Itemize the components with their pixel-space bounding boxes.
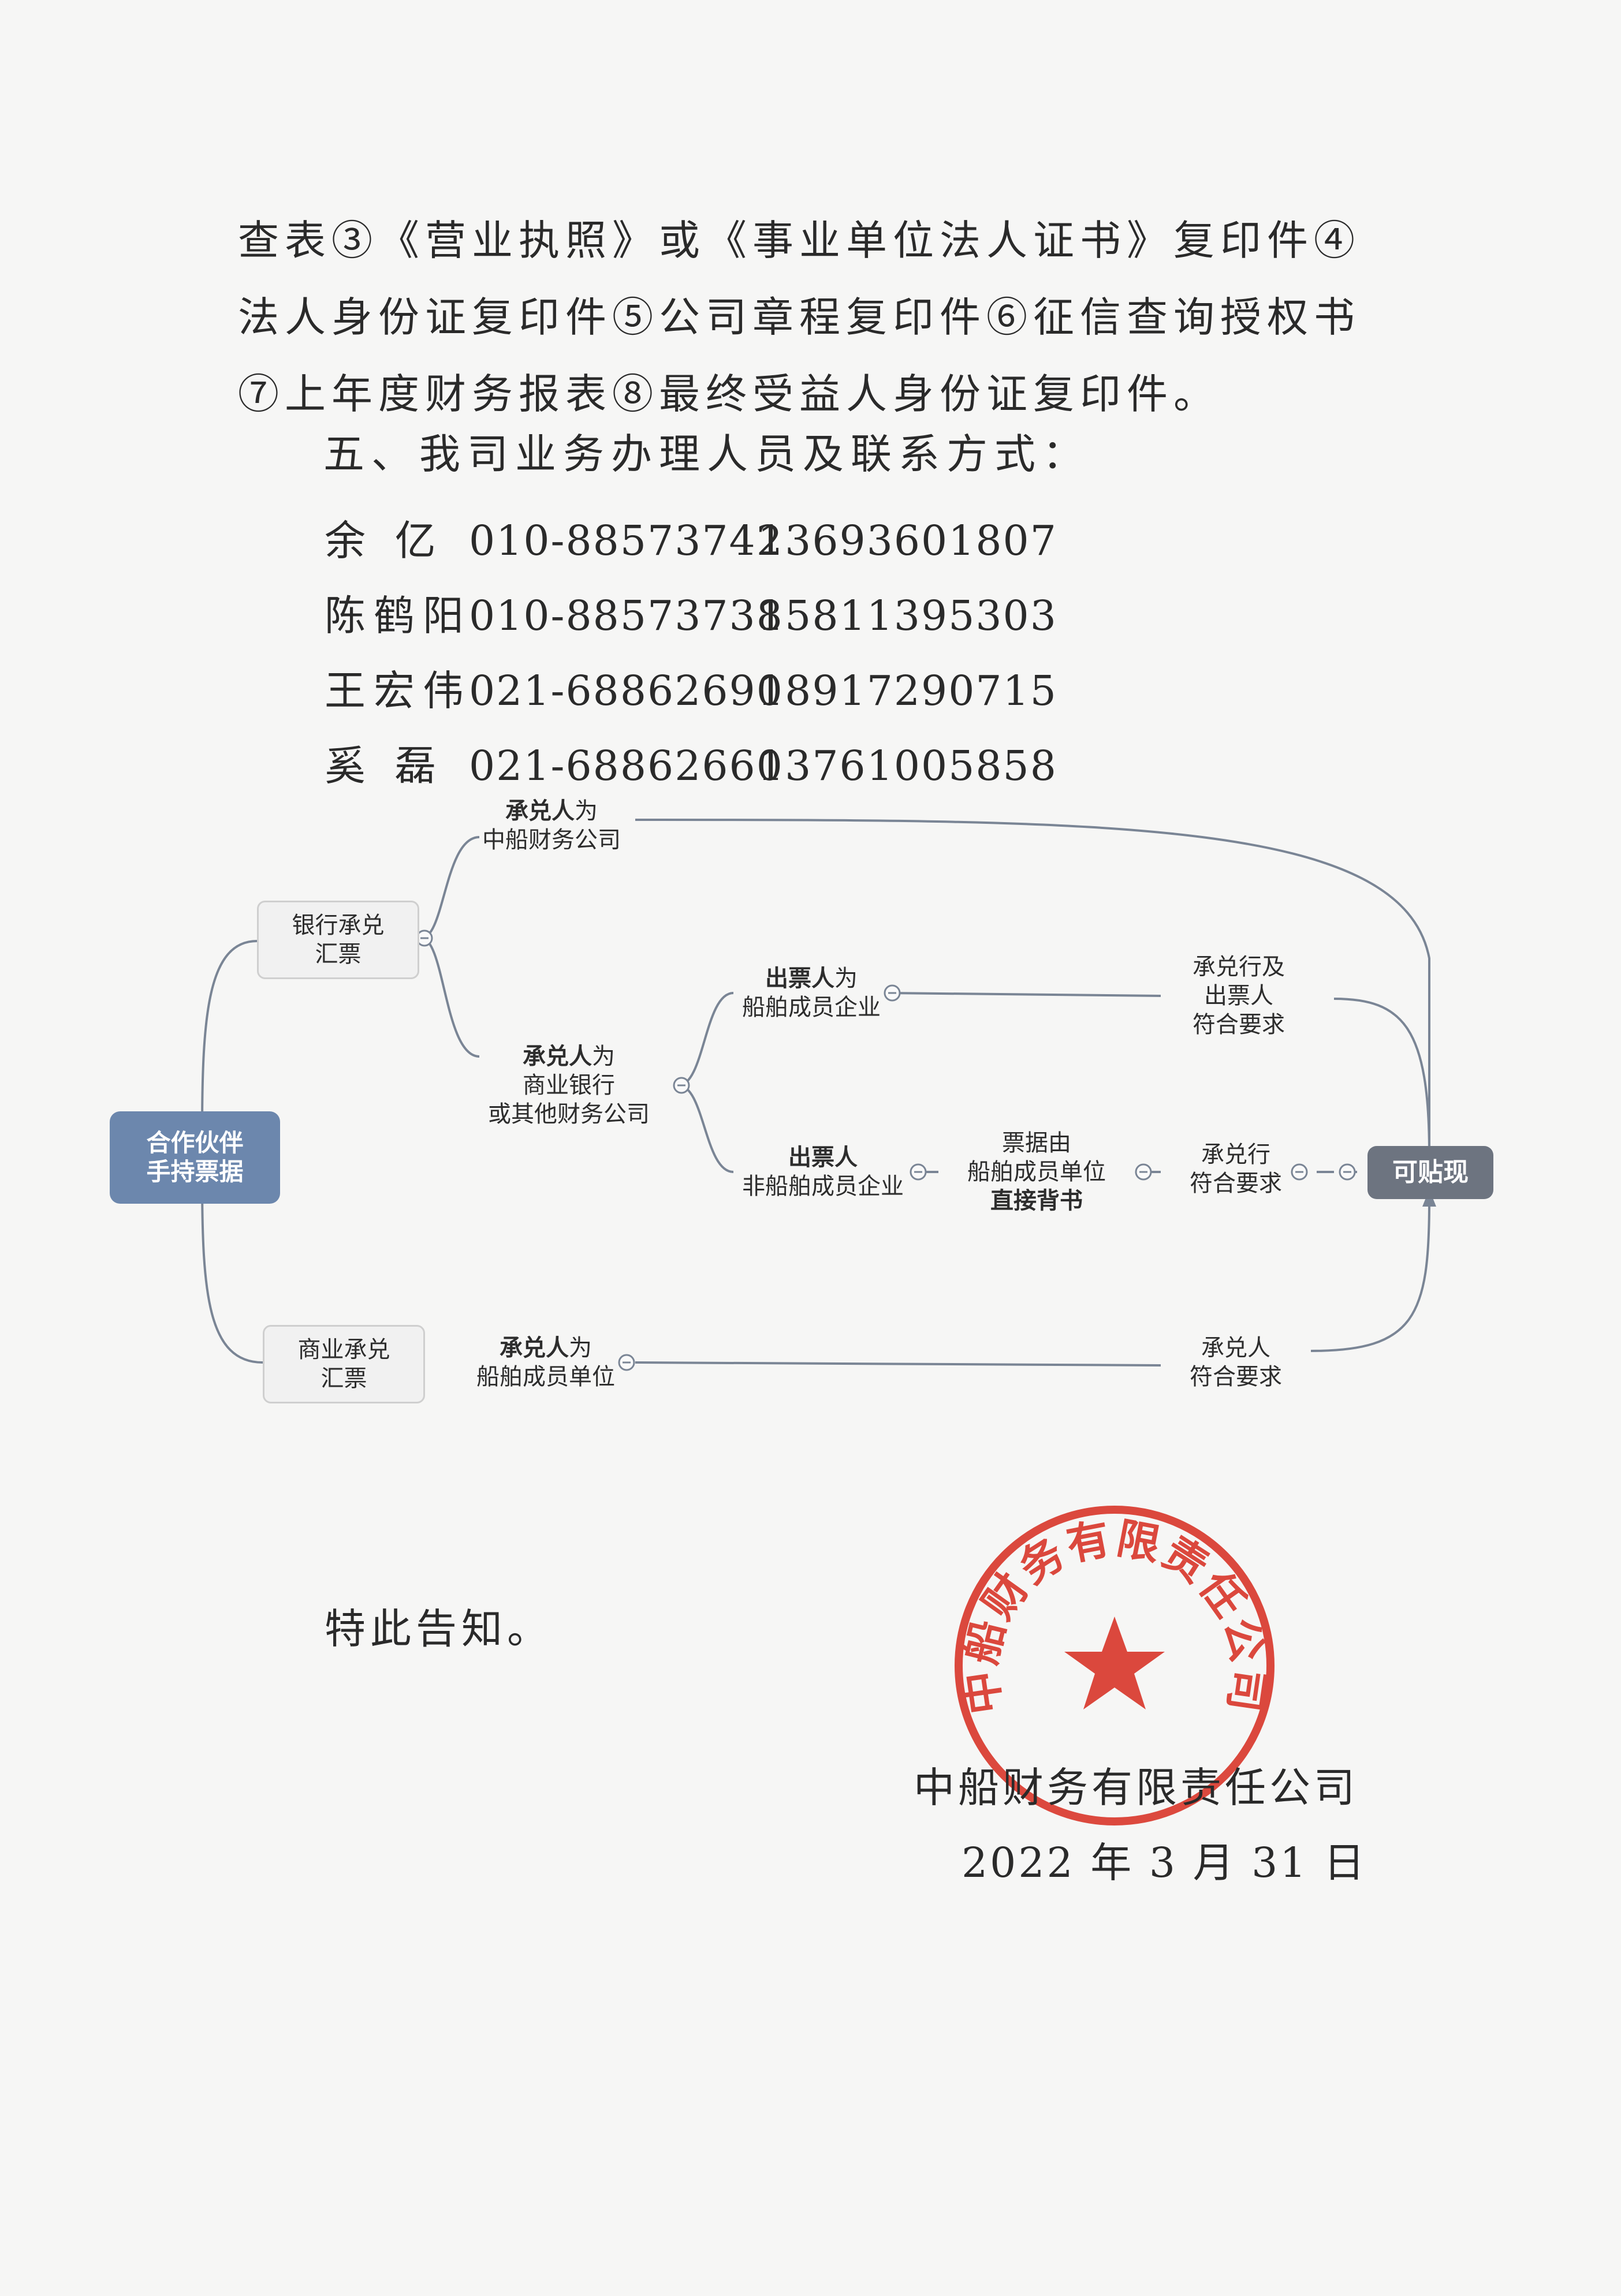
bank-acceptance-bill-node: 银行承兑汇票 xyxy=(257,901,419,979)
endorse-line-1: 票据由 xyxy=(1002,1130,1071,1156)
req-line-1: 承兑行 xyxy=(1201,1141,1270,1168)
req-line-2: 出票人 xyxy=(1204,983,1273,1009)
acceptor-label: 承兑人 xyxy=(500,1335,569,1361)
root-line-1: 合作伙伴 xyxy=(146,1129,244,1157)
endorse-line-2: 船舶成员单位 xyxy=(967,1159,1106,1185)
req-line-1: 承兑人 xyxy=(1201,1335,1270,1361)
acceptor-commercial-bank-node: 承兑人为 商业银行 或其他财务公司 xyxy=(456,1042,681,1129)
body-paragraph-attachments: 查表③《营业执照》或《事业单位法人证书》复印件④法人身份证复印件⑤公司章程复印件… xyxy=(238,216,1361,418)
endorse-line-3: 直接背书 xyxy=(990,1188,1083,1214)
acceptor-cssc-finance-node: 承兑人为 中船财务公司 xyxy=(456,797,647,854)
contact-row: 陈鹤阳010-8857373815811395303 xyxy=(325,583,1057,642)
req-line-3: 符合要求 xyxy=(1193,1011,1285,1038)
drawer-label: 出票人 xyxy=(788,1144,858,1171)
direct-endorsement-node: 票据由 船舶成员单位 直接背书 xyxy=(941,1129,1132,1215)
acceptor-suffix: 为 xyxy=(575,798,598,824)
contact-name: 奚 磊 xyxy=(325,742,444,790)
acceptor-value-line-3: 或其他财务公司 xyxy=(488,1101,650,1128)
acceptor-member-unit-node: 承兑人为 船舶成员单位 xyxy=(456,1334,635,1391)
contact-mobile: 15811395303 xyxy=(758,592,1057,640)
acceptor-value: 船舶成员单位 xyxy=(476,1364,615,1390)
contact-row: 奚 磊 021-6886266013761005858 xyxy=(325,733,1057,792)
seal-star-icon xyxy=(1064,1616,1165,1709)
contact-mobile: 13693601807 xyxy=(758,517,1057,565)
contact-row: 王宏伟021-6886269018917290715 xyxy=(325,658,1057,717)
drawer-value: 非船舶成员企业 xyxy=(742,1173,904,1200)
commercial-bill-line-2: 汇票 xyxy=(321,1365,367,1392)
req-line-2: 符合要求 xyxy=(1190,1364,1282,1390)
contact-office-phone: 010-88573742 xyxy=(469,517,784,565)
closing-text: 特此告知。 xyxy=(325,1605,553,1653)
drawer-suffix: 为 xyxy=(834,965,858,992)
acceptor-label: 承兑人 xyxy=(505,798,575,824)
drawer-member-node: 出票人为 船舶成员企业 xyxy=(716,964,907,1022)
issuer-company-name: 中船财务有限责任公司 xyxy=(914,1764,1359,1812)
acceptor-value-line-2: 商业银行 xyxy=(523,1072,615,1099)
contact-mobile: 13761005858 xyxy=(758,742,1057,790)
contact-office-phone: 021-68862690 xyxy=(469,667,784,715)
contact-name: 余 亿 xyxy=(325,517,444,565)
requirement-bank-node: 承兑行 符合要求 xyxy=(1164,1140,1308,1198)
partner-bills-root-node: 合作伙伴手持票据 xyxy=(110,1111,280,1204)
acceptor-suffix: 为 xyxy=(569,1335,592,1361)
contact-name: 王宏伟 xyxy=(325,667,472,715)
contact-mobile: 18917290715 xyxy=(758,667,1057,715)
requirement-acceptor-node: 承兑人 符合要求 xyxy=(1164,1334,1308,1391)
bank-bill-line-2: 汇票 xyxy=(315,941,362,968)
company-seal: 中船财务有限责任公司 xyxy=(955,1506,1275,1825)
acceptor-label: 承兑人 xyxy=(523,1043,592,1070)
commercial-acceptance-bill-node: 商业承兑汇票 xyxy=(263,1325,425,1403)
root-line-2: 手持票据 xyxy=(146,1158,244,1186)
requirement-bank-and-drawer-node: 承兑行及 出票人 符合要求 xyxy=(1161,953,1317,1039)
discount-flow-diagram: 合作伙伴手持票据 银行承兑汇票 商业承兑汇票 承兑人为 中船财务公司 承兑人为 … xyxy=(75,785,1530,1432)
contact-office-phone: 021-68862660 xyxy=(469,742,784,790)
acceptor-value: 中船财务公司 xyxy=(482,827,621,853)
bank-bill-line-1: 银行承兑 xyxy=(292,912,385,939)
contact-row: 余 亿 010-8857374213693601807 xyxy=(325,508,1057,567)
section-five-heading: 五、我司业务办理人员及联系方式： xyxy=(323,430,1091,478)
diagram-connectors xyxy=(201,819,1436,1371)
drawer-label: 出票人 xyxy=(765,965,834,992)
req-line-1: 承兑行及 xyxy=(1193,954,1285,980)
contact-office-phone: 010-88573738 xyxy=(469,592,784,640)
acceptor-suffix: 为 xyxy=(592,1043,615,1070)
drawer-value: 船舶成员企业 xyxy=(742,994,881,1021)
req-line-2: 符合要求 xyxy=(1190,1170,1282,1197)
contact-name: 陈鹤阳 xyxy=(325,592,472,640)
commercial-bill-line-1: 商业承兑 xyxy=(297,1336,390,1363)
discountable-target-node: 可贴现 xyxy=(1367,1146,1493,1199)
issue-date: 2022 年 3 月 31 日 xyxy=(962,1839,1367,1887)
drawer-nonmember-node: 出票人 非船舶成员企业 xyxy=(722,1143,924,1201)
